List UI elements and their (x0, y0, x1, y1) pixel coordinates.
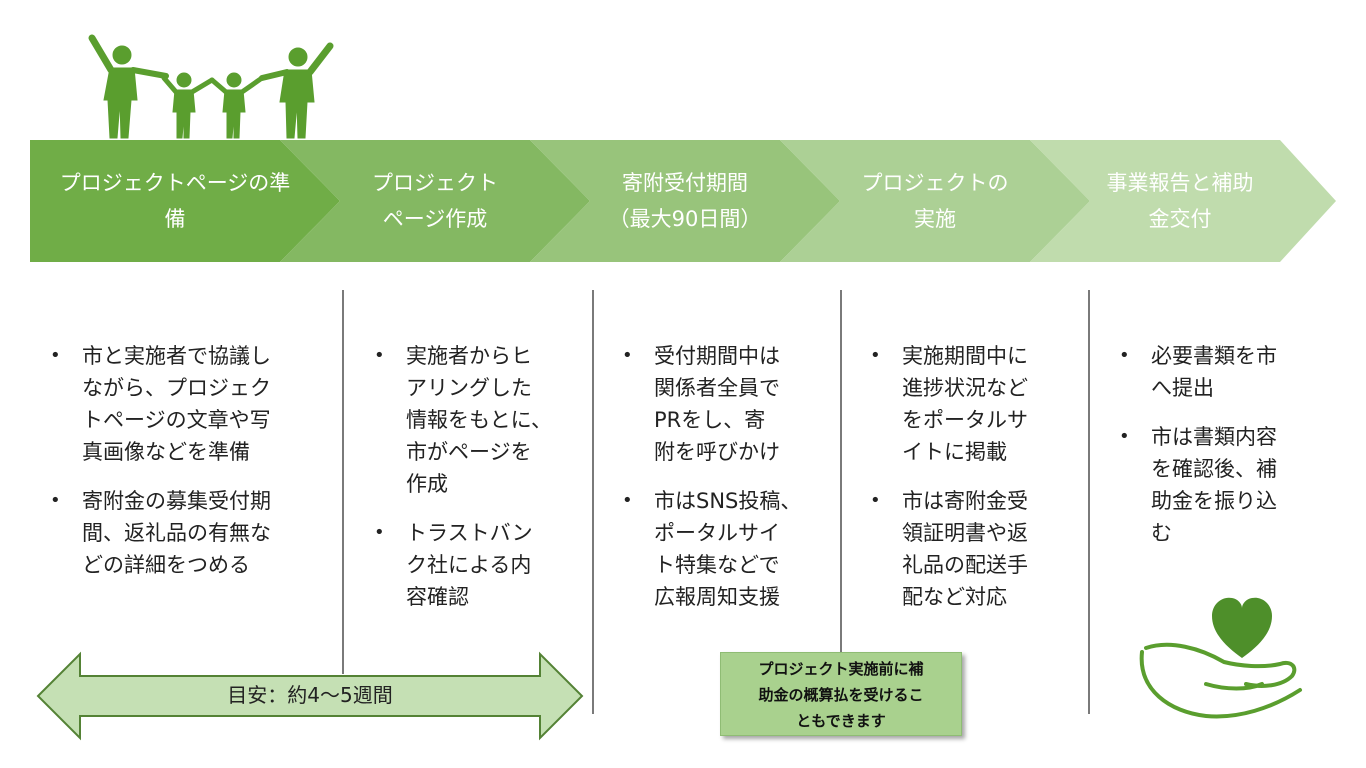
list-item: 寄附金の募集受付期 間、返礼品の有無な どの詳細をつめる (48, 485, 338, 581)
step-title-3: 寄附受付期間 （最大90日間） (608, 171, 762, 231)
step-title-2: プロジェクト ページ作成 (372, 171, 498, 231)
list-item: 市と実施者で協議し ながら、プロジェク トページの文章や写 真画像などを準備 (48, 340, 338, 468)
column-5-list: 必要書類を市 へ提出 市は書類内容 を確認後、補 助金を振り込 む (1117, 340, 1337, 566)
column-divider (840, 290, 842, 652)
step-chevron-4 (780, 140, 1090, 262)
step-title-5: 事業報告と補助 金交付 (1106, 171, 1254, 231)
column-divider (1088, 290, 1090, 714)
step-title-4: プロジェクトの 実施 (861, 171, 1009, 231)
step-chevron-1 (30, 140, 340, 262)
advance-payment-note: プロジェクト実施前に補 助金の概算払を受けるこ ともできます (720, 652, 962, 736)
step-chevron-3 (530, 140, 840, 262)
step-chevron-2 (280, 140, 590, 262)
family-silhouette-icon (88, 34, 334, 139)
list-item: 必要書類を市 へ提出 (1117, 340, 1337, 404)
list-item: 実施期間中に 進捗状況など をポータルサ イトに掲載 (868, 340, 1088, 468)
step-chevron-5 (1030, 140, 1336, 262)
duration-arrow (36, 651, 584, 741)
column-2-list: 実施者からヒ アリングした 情報をもとに、 市がページを 作成 トラストバン ク… (372, 340, 592, 630)
step-title-1: プロジェクトページの準 備 (59, 171, 291, 231)
list-item: 市はSNS投稿、 ポータルサイ ト特集などで 広報周知支援 (620, 485, 840, 613)
column-3-list: 受付期間中は 関係者全員で PRをし、寄 附を呼びかけ 市はSNS投稿、 ポータ… (620, 340, 840, 630)
duration-label: 目安：約4～5週間 (227, 683, 393, 707)
list-item: 市は書類内容 を確認後、補 助金を振り込 む (1117, 421, 1337, 549)
list-item: 市は寄附金受 領証明書や返 礼品の配送手 配など対応 (868, 485, 1088, 613)
list-item: トラストバン ク社による内 容確認 (372, 517, 592, 613)
heart-in-hand-icon (1139, 597, 1302, 719)
column-divider (592, 290, 594, 714)
column-divider (342, 290, 344, 674)
list-item: 実施者からヒ アリングした 情報をもとに、 市がページを 作成 (372, 340, 592, 500)
column-4-list: 実施期間中に 進捗状況など をポータルサ イトに掲載 市は寄附金受 領証明書や返… (868, 340, 1088, 630)
column-1-list: 市と実施者で協議し ながら、プロジェク トページの文章や写 真画像などを準備 寄… (48, 340, 338, 598)
list-item: 受付期間中は 関係者全員で PRをし、寄 附を呼びかけ (620, 340, 840, 468)
